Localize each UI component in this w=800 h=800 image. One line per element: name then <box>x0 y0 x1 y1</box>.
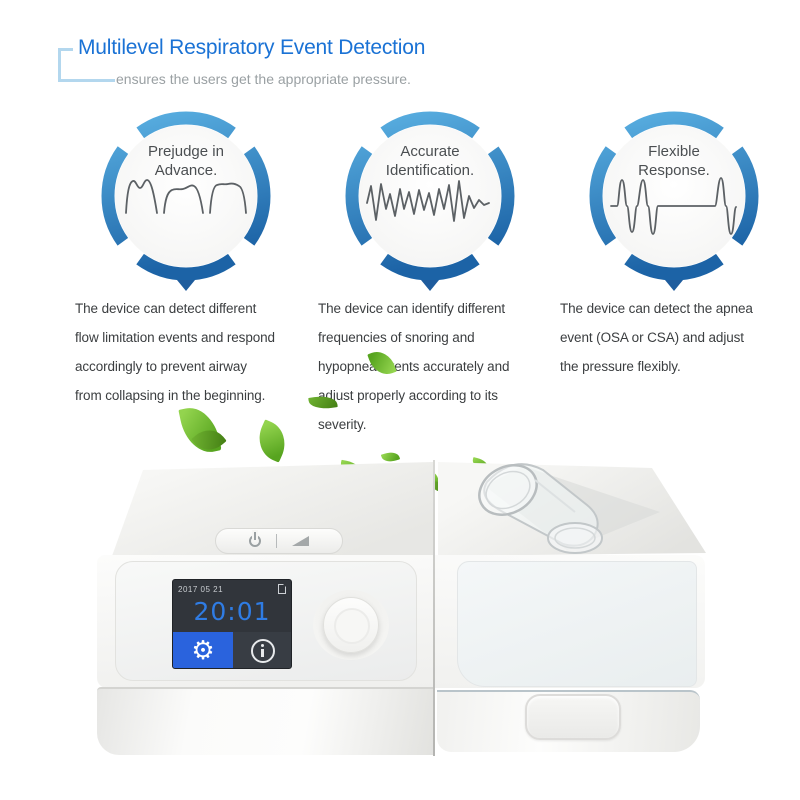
feature-card-prejudge: Prejudge in Advance. The device can dete… <box>75 106 297 436</box>
button-divider <box>276 534 277 548</box>
gear-icon: ⚙ <box>191 636 215 666</box>
feature-card-identification: Accurate Identification. The device can … <box>318 106 542 436</box>
sd-card-icon <box>278 584 286 594</box>
flow-limitation-waveform-icon <box>125 179 247 214</box>
circle-face <box>115 125 257 267</box>
settings-tile: ⚙ <box>173 632 233 668</box>
cpap-device: 2017 05 21 20:01 ⚙ <box>85 448 725 778</box>
feature-card-response: Flexible Response. The device can detect… <box>560 106 784 436</box>
top-button-panel <box>215 528 343 554</box>
feature-circle <box>101 111 271 281</box>
screen-status-bar: 2017 05 21 <box>178 584 286 594</box>
page-title: Multilevel Respiratory Event Detection <box>78 36 426 59</box>
feature-label: Accurate Identification. <box>385 143 475 179</box>
info-tile <box>233 632 291 668</box>
unit-seam <box>433 460 435 756</box>
segmented-ring <box>589 111 759 281</box>
segmented-ring <box>101 111 271 281</box>
down-arrow-icon <box>665 280 683 291</box>
ramp-icon <box>292 536 309 546</box>
circle-face <box>603 125 745 267</box>
screen-date: 2017 05 21 <box>178 584 224 594</box>
feature-label: Prejudge in Advance. <box>148 143 224 179</box>
snoring-hypopnea-waveform-icon <box>366 180 490 222</box>
feature-description: The device can detect the apnea event (O… <box>560 301 753 374</box>
feature-label: Flexible Response. <box>638 143 710 179</box>
cpap-bottom-band <box>97 687 433 755</box>
feature-description: The device can detect different flow lim… <box>75 301 275 403</box>
apnea-waveform-icon <box>610 177 737 235</box>
display-screen: 2017 05 21 20:01 ⚙ <box>172 579 292 669</box>
humidifier-front-panel <box>457 561 697 687</box>
down-arrow-icon <box>421 280 439 291</box>
feature-circle <box>345 111 515 281</box>
feature-description: The device can identify different freque… <box>318 301 510 432</box>
down-arrow-icon <box>177 280 195 291</box>
humidifier-handle <box>525 694 621 740</box>
screen-time: 20:01 <box>193 597 271 626</box>
control-knob <box>323 597 379 653</box>
info-icon <box>251 639 275 663</box>
title-bracket-decoration <box>58 48 115 82</box>
power-icon <box>249 532 261 547</box>
feature-circle <box>589 111 759 281</box>
humidifier-chamber-outlet <box>478 463 603 554</box>
segmented-ring <box>345 111 515 281</box>
page-subtitle: ensures the users get the appropriate pr… <box>116 71 411 87</box>
